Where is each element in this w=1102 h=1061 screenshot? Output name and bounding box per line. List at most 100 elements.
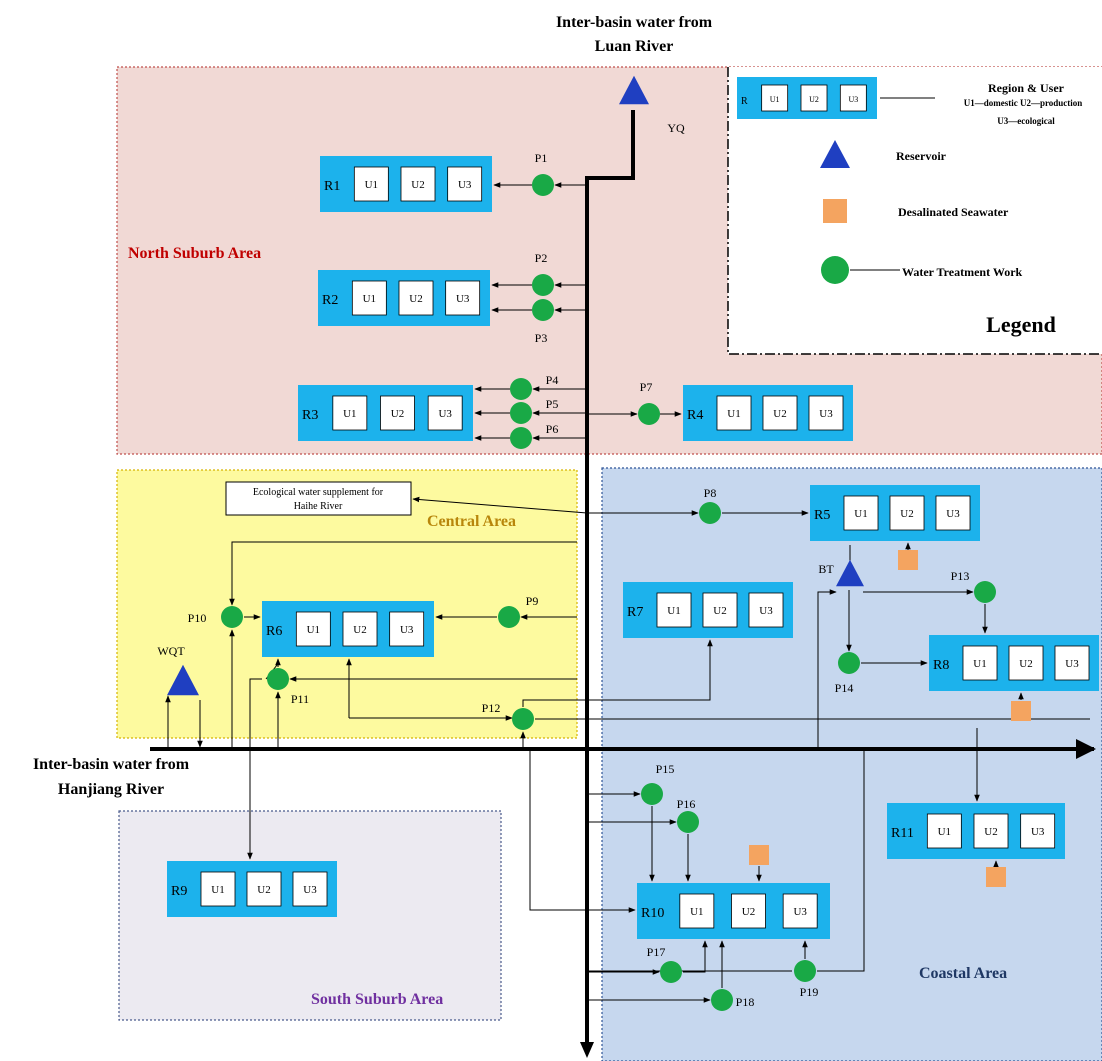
luan-source-label: Inter-basin water from (556, 14, 713, 31)
flow-line (249, 678, 262, 749)
region-label: R (741, 96, 748, 107)
user-label: U2 (773, 408, 786, 420)
region-label: R8 (933, 658, 949, 673)
plant-label: P3 (535, 331, 548, 345)
plant-label: P16 (677, 797, 696, 811)
legend-desal-icon (823, 199, 847, 223)
legend-region-user-desc: U3—ecological (997, 116, 1055, 126)
user-label: U1 (938, 826, 951, 838)
user-label: U1 (343, 408, 356, 420)
user-box (342, 611, 378, 647)
user-box (246, 871, 282, 907)
plant-p17 (660, 961, 682, 983)
user-box (200, 871, 236, 907)
user-label: U3 (438, 408, 452, 420)
central-area-title: Central Area (427, 513, 516, 530)
user-label: U1 (973, 658, 986, 670)
user-box (389, 611, 425, 647)
region-label: R5 (814, 508, 830, 523)
flow-line (817, 749, 865, 972)
user-box (1054, 645, 1090, 681)
plant-label: P10 (188, 611, 207, 625)
user-label: U2 (742, 906, 755, 918)
user-label: U3 (848, 95, 858, 104)
flow-line (817, 589, 837, 749)
user-box (800, 84, 828, 112)
region-label: R9 (171, 884, 187, 899)
user-box (427, 395, 463, 431)
plant-label: P8 (704, 486, 717, 500)
user-box (295, 611, 331, 647)
user-box (351, 280, 387, 316)
reservoir-label: WQT (157, 644, 185, 658)
plant-label: P5 (546, 397, 559, 411)
user-box (839, 84, 867, 112)
south-suburb-area-title: South Suburb Area (311, 991, 443, 1008)
user-label: U3 (793, 906, 807, 918)
plant-label: P7 (640, 380, 653, 394)
plant-p4 (510, 378, 532, 400)
plant-p1 (532, 174, 554, 196)
ecological-supplement-label: Haihe River (294, 501, 343, 512)
legend-region-user-desc: U1—domestic U2—production (964, 98, 1083, 108)
flow-line (529, 749, 636, 913)
user-box (679, 893, 715, 929)
user-box (731, 893, 766, 929)
plant-p8 (699, 502, 721, 524)
user-label: U1 (363, 293, 376, 305)
user-box (447, 166, 483, 202)
legend-region-user-title: Region & User (988, 81, 1065, 95)
plant-p15 (641, 783, 663, 805)
user-label: U2 (900, 508, 913, 520)
user-label: U2 (984, 826, 997, 838)
user-label: U1 (770, 95, 780, 104)
plant-label: P17 (647, 945, 666, 959)
region-label: R3 (302, 408, 318, 423)
user-label: U2 (411, 179, 424, 191)
plant-label: P14 (835, 681, 854, 695)
reservoir-wqt (167, 664, 199, 696)
plant-label: P2 (535, 251, 548, 265)
user-box (762, 395, 798, 431)
user-box (782, 893, 818, 929)
plant-label: P6 (546, 422, 559, 436)
user-label: U2 (1019, 658, 1032, 670)
legend-title: Legend (986, 312, 1056, 337)
user-box (353, 166, 389, 202)
user-box (973, 813, 1009, 849)
user-label: U3 (303, 884, 317, 896)
user-box (398, 280, 434, 316)
user-box (332, 395, 368, 431)
plant-p6 (510, 427, 532, 449)
plant-label: P1 (535, 151, 548, 165)
plant-p5 (510, 402, 532, 424)
user-label: U3 (456, 293, 470, 305)
region-label: R10 (641, 906, 664, 921)
user-label: U3 (946, 508, 960, 520)
user-box (748, 592, 784, 628)
user-label: U2 (353, 624, 366, 636)
region-label: R2 (322, 293, 338, 308)
user-box (656, 592, 692, 628)
user-label: U1 (365, 179, 378, 191)
user-label: U1 (727, 408, 740, 420)
plant-label: P13 (951, 569, 970, 583)
user-label: U1 (667, 605, 680, 617)
plant-p7 (638, 403, 660, 425)
coastal-area-title: Coastal Area (919, 965, 1007, 982)
user-label: U3 (819, 408, 833, 420)
flow-line (522, 639, 713, 707)
reservoir-bt (836, 559, 864, 587)
plant-label: P4 (546, 373, 559, 387)
user-box (935, 495, 971, 531)
